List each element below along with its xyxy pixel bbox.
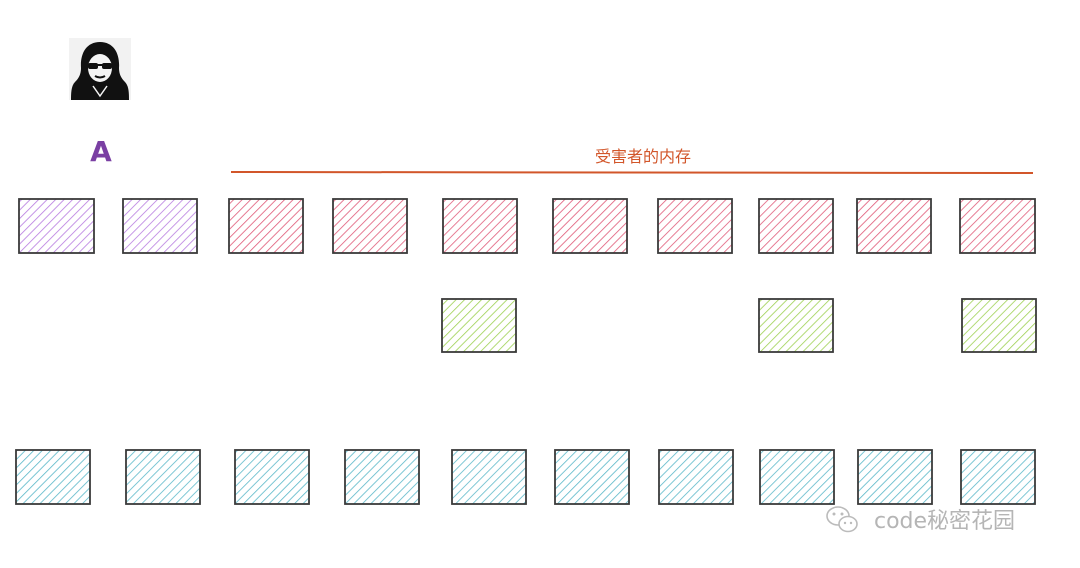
- memory-block-middle-10-green: [961, 298, 1037, 353]
- memory-block-top-7-red: [657, 198, 733, 254]
- memory-block-bottom-7-blue: [658, 449, 734, 505]
- memory-block-top-3-red: [228, 198, 304, 254]
- attacker-label: A: [90, 135, 112, 168]
- memory-blocks: [15, 198, 1037, 505]
- memory-block-bottom-9-blue: [857, 449, 933, 505]
- victim-memory-label: 受害者的内存: [595, 147, 691, 166]
- memory-block-top-9-red: [856, 198, 932, 254]
- memory-block-middle-8-green: [758, 298, 834, 353]
- memory-block-top-1-purple: [18, 198, 95, 254]
- memory-block-bottom-2-blue: [125, 449, 201, 505]
- memory-block-top-2-purple: [122, 198, 198, 254]
- memory-block-top-6-red: [552, 198, 628, 254]
- memory-block-bottom-3-blue: [234, 449, 310, 505]
- memory-block-top-4-red: [332, 198, 408, 254]
- wechat-icon: [826, 506, 858, 533]
- memory-block-bottom-1-blue: [15, 449, 91, 505]
- memory-block-bottom-10-blue: [960, 449, 1036, 505]
- memory-block-top-8-red: [758, 198, 834, 254]
- watermark-text: code秘密花园: [874, 509, 1015, 534]
- hacker-icon: [69, 38, 131, 100]
- victim-memory-bracket-line: [230, 171, 1034, 174]
- memory-block-bottom-6-blue: [554, 449, 630, 505]
- memory-block-top-5-red: [442, 198, 518, 254]
- memory-block-bottom-8-blue: [759, 449, 835, 505]
- memory-block-bottom-4-blue: [344, 449, 420, 505]
- memory-block-bottom-5-blue: [451, 449, 527, 505]
- memory-block-top-10-red: [959, 198, 1036, 254]
- memory-block-middle-5-green: [441, 298, 517, 353]
